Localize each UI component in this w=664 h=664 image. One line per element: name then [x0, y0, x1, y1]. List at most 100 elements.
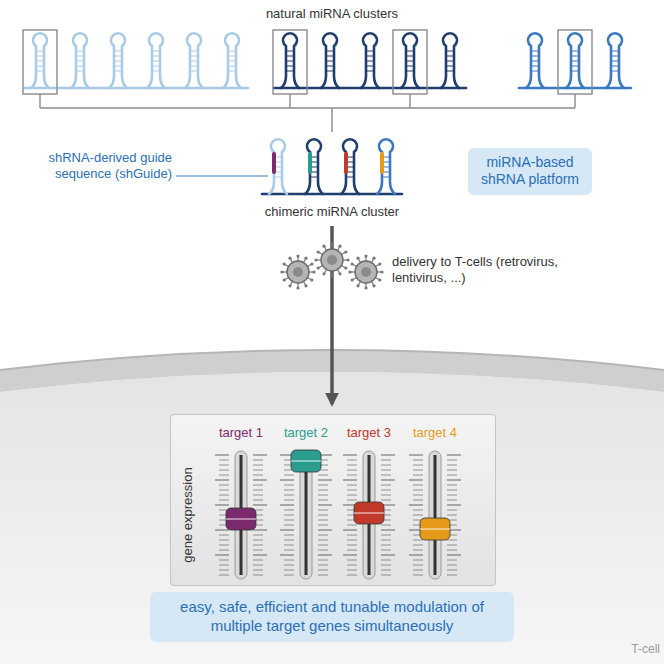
- scale-tick: [447, 545, 457, 546]
- scale-tick: [284, 525, 294, 526]
- base-pair: [37, 61, 43, 62]
- scale-tick: [347, 550, 357, 551]
- base-pair: [612, 56, 618, 57]
- slider-graphics: [171, 415, 497, 587]
- base-pair: [191, 71, 197, 72]
- base-pair: [275, 177, 281, 178]
- scale-tick: [318, 500, 328, 501]
- axis-label: gene expression: [180, 467, 195, 562]
- cell-label: T-cell: [612, 642, 660, 656]
- base-pair: [115, 51, 121, 52]
- base-pair: [367, 66, 373, 67]
- scale-tick: [280, 504, 294, 505]
- knob-line: [354, 512, 384, 514]
- scale-tick: [347, 500, 357, 501]
- cluster-backbone: [262, 193, 402, 196]
- scale-tick: [447, 504, 461, 505]
- hairpin: [305, 139, 323, 194]
- scale-tick: [381, 479, 395, 480]
- virus-spike-tip: [312, 270, 315, 273]
- scale-tick: [447, 515, 457, 516]
- hairpin-stem: [223, 33, 241, 88]
- scale-tick: [253, 485, 263, 486]
- scale-tick: [219, 500, 229, 501]
- scale-tick: [381, 554, 395, 555]
- virus-spike-tip: [304, 257, 307, 260]
- base-pair: [191, 56, 197, 57]
- scale-tick: [413, 545, 423, 546]
- virus-icon: [280, 254, 315, 289]
- scale-tick: [381, 545, 391, 546]
- delivery-label: delivery to T-cells (retrovirus, lentivi…: [392, 254, 580, 285]
- scale-tick: [253, 454, 267, 455]
- base-pair: [367, 56, 373, 57]
- virus-spike-tip: [338, 272, 341, 275]
- scale-tick: [409, 554, 423, 555]
- scale-tick: [284, 535, 294, 536]
- hairpin-stem: [305, 139, 323, 194]
- hairpin-stem: [321, 33, 339, 88]
- base-pair: [153, 71, 159, 72]
- scale-tick: [413, 565, 423, 566]
- base-pair: [115, 71, 121, 72]
- virus-capsid: [355, 261, 377, 283]
- base-pair: [532, 56, 538, 57]
- bracket-line: [574, 94, 575, 108]
- scale-tick: [413, 490, 423, 491]
- scale-tick: [253, 460, 263, 461]
- virus-capsid: [287, 261, 309, 283]
- mixer-panel: gene expressiontarget 1target 2target 3t…: [170, 414, 496, 586]
- scale-tick: [447, 510, 457, 511]
- scale-tick: [381, 500, 391, 501]
- scale-tick: [447, 495, 457, 496]
- virus-spike-tip: [364, 286, 367, 289]
- hairpin-stem: [71, 33, 89, 88]
- scale-tick: [409, 454, 423, 455]
- base-pair: [37, 66, 43, 67]
- base-pair: [191, 66, 197, 67]
- scale-tick: [381, 550, 391, 551]
- scale-tick: [347, 470, 357, 471]
- scale-tick: [347, 565, 357, 566]
- slider-label: target 4: [413, 425, 457, 440]
- base-pair: [77, 71, 83, 72]
- scale-tick: [318, 570, 328, 571]
- scale-tick: [413, 495, 423, 496]
- scale-tick: [318, 490, 328, 491]
- hairpin-stem: [185, 33, 203, 88]
- scale-tick: [219, 575, 229, 576]
- scale-tick: [318, 575, 328, 576]
- base-pair: [572, 56, 578, 57]
- scale-tick: [215, 454, 229, 455]
- scale-tick: [284, 520, 294, 521]
- scale-tick: [318, 504, 332, 505]
- knob-line: [226, 518, 256, 520]
- scale-tick: [253, 560, 263, 561]
- base-pair: [532, 66, 538, 67]
- hairpin-stem: [361, 33, 379, 88]
- scale-tick: [413, 465, 423, 466]
- scale-tick: [381, 575, 391, 576]
- scale-tick: [219, 460, 229, 461]
- scale-tick: [413, 515, 423, 516]
- scale-tick: [343, 554, 357, 555]
- base-pair: [327, 71, 333, 72]
- scale-tick: [318, 479, 332, 480]
- guide-label: shRNA-derived guide sequence (shGuide): [16, 150, 172, 181]
- scale-tick: [347, 545, 357, 546]
- base-pair: [229, 66, 235, 67]
- cluster-backbone: [274, 87, 466, 90]
- scale-tick: [318, 510, 328, 511]
- base-pair: [229, 51, 235, 52]
- scale-tick: [284, 540, 294, 541]
- base-pair: [447, 66, 453, 67]
- virus-core: [361, 267, 371, 277]
- base-pair: [572, 51, 578, 52]
- virus-spike-tip: [344, 250, 347, 253]
- scale-tick: [318, 540, 328, 541]
- base-pair: [153, 61, 159, 62]
- scale-tick: [219, 570, 229, 571]
- base-pair: [347, 177, 353, 178]
- scale-tick: [253, 535, 263, 536]
- hairpin-stem: [269, 139, 287, 194]
